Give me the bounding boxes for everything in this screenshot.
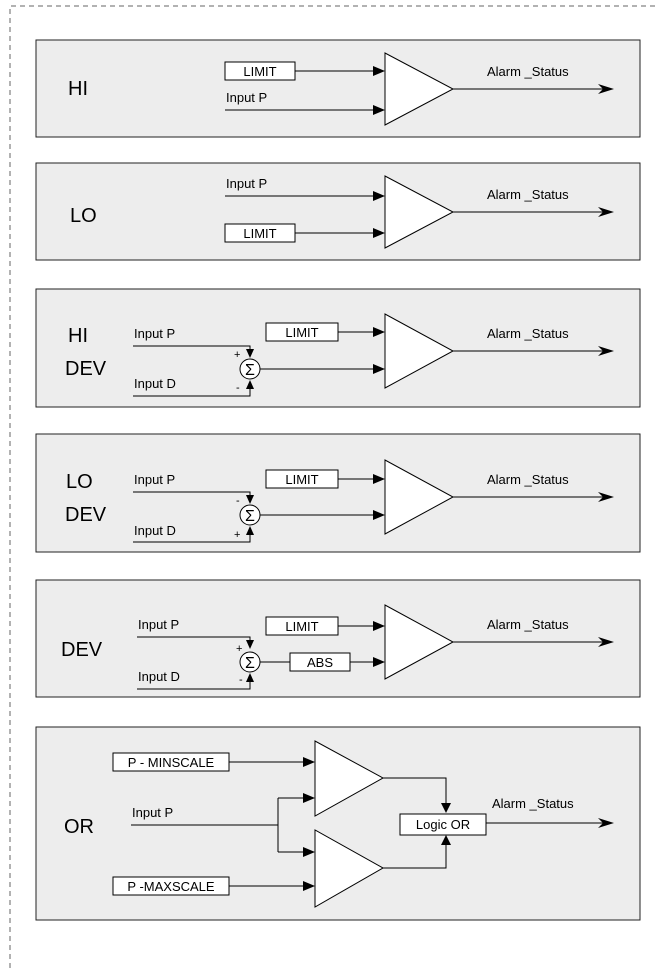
logic-or-box — [399, 813, 487, 836]
panel-title-line2: DEV — [65, 504, 107, 526]
minus-sign: - — [236, 382, 240, 394]
panel-lo: LO Input P LIMIT Alarm _Status — [35, 162, 641, 261]
panel-title: DEV — [61, 639, 103, 661]
output-arrowhead — [598, 492, 614, 502]
arrowhead — [246, 380, 254, 389]
limit-label: LIMIT — [243, 64, 276, 79]
sigma-symbol: Σ — [245, 362, 255, 379]
output-arrowhead — [598, 637, 614, 647]
arrowhead — [303, 881, 315, 891]
abs-label: ABS — [307, 655, 333, 670]
arrowhead — [246, 640, 254, 649]
input-p-line — [133, 491, 251, 496]
arrowhead — [373, 474, 385, 484]
limit-label: LIMIT — [285, 472, 318, 487]
comparator-upper — [314, 740, 385, 817]
comparator — [384, 52, 455, 126]
arrowhead — [373, 364, 385, 374]
input-d-line — [133, 388, 251, 397]
arrowhead — [373, 105, 385, 115]
input-p-label: Input P — [134, 326, 175, 341]
comparator — [384, 313, 455, 389]
minus-sign: - — [236, 495, 240, 507]
panel-hi-dev: HI DEV Input P + Σ Input D - LIMIT Alarm… — [35, 288, 641, 408]
input-d-label: Input D — [134, 523, 176, 538]
plus-sign: + — [234, 349, 240, 361]
min-scale-label: P - MINSCALE — [128, 755, 215, 770]
panel-title: HI — [68, 78, 88, 100]
panel-background — [35, 579, 641, 698]
input-p-label: Input P — [134, 472, 175, 487]
arrowhead — [246, 673, 254, 682]
panel-title: OR — [64, 816, 94, 838]
output-arrowhead — [598, 207, 614, 217]
panel-hi: HI LIMIT Input P Alarm _Status — [35, 39, 641, 138]
sigma-symbol: Σ — [245, 508, 255, 525]
comparator-lower — [314, 829, 385, 908]
arrowhead — [373, 510, 385, 520]
input-d-label: Input D — [138, 669, 180, 684]
alarm-status-label: Alarm _Status — [487, 187, 569, 202]
alarm-status-label: Alarm _Status — [487, 472, 569, 487]
comparator — [384, 459, 455, 535]
panel-lo-dev: LO DEV Input P - Σ Input D + LIMIT Alarm… — [35, 433, 641, 553]
alarm-status-label: Alarm _Status — [487, 326, 569, 341]
plus-sign: + — [236, 643, 242, 655]
max-scale-label: P -MAXSCALE — [127, 879, 215, 894]
alarm-status-label: Alarm _Status — [487, 617, 569, 632]
plus-sign: + — [234, 529, 240, 541]
output-arrowhead — [598, 84, 614, 94]
lower-output-line — [383, 844, 447, 869]
arrowhead — [303, 847, 315, 857]
output-arrowhead — [598, 346, 614, 356]
limit-label: LIMIT — [285, 619, 318, 634]
input-d-line — [133, 534, 251, 543]
input-d-line — [137, 681, 251, 690]
input-p-label: Input P — [226, 90, 267, 105]
arrowhead — [373, 327, 385, 337]
panel-title-line1: LO — [66, 471, 93, 493]
comparator — [384, 175, 455, 249]
sigma-symbol: Σ — [245, 655, 255, 672]
arrowhead — [373, 621, 385, 631]
arrowhead — [303, 757, 315, 767]
arrowhead — [373, 191, 385, 201]
input-p-label: Input P — [132, 805, 173, 820]
arrowhead — [246, 495, 254, 504]
limit-label: LIMIT — [243, 226, 276, 241]
panel-background — [35, 433, 641, 553]
input-d-label: Input D — [134, 376, 176, 391]
logic-or-label: Logic OR — [416, 817, 470, 832]
input-p-label: Input P — [226, 176, 267, 191]
limit-label: LIMIT — [285, 325, 318, 340]
arrowhead — [246, 349, 254, 358]
arrowhead — [303, 793, 315, 803]
panel-title: LO — [70, 205, 97, 227]
arrowhead — [246, 526, 254, 535]
input-p-line — [137, 636, 251, 641]
arrowhead — [441, 835, 451, 845]
output-arrowhead — [598, 818, 614, 828]
alarm-status-label: Alarm _Status — [492, 796, 574, 811]
upper-output-line — [383, 777, 447, 804]
input-p-line — [133, 345, 251, 350]
panel-title-line1: HI — [68, 325, 88, 347]
alarm-status-label: Alarm _Status — [487, 64, 569, 79]
panel-dev: DEV Input P + Σ Input D - LIMIT ABS Alar… — [35, 579, 641, 698]
minus-sign: - — [239, 674, 243, 686]
panel-title-line2: DEV — [65, 358, 107, 380]
arrowhead — [373, 228, 385, 238]
input-p-label: Input P — [138, 617, 179, 632]
comparator — [384, 604, 455, 680]
arrowhead — [373, 66, 385, 76]
panel-background — [35, 288, 641, 408]
arrowhead — [441, 803, 451, 813]
panel-or: OR P - MINSCALE Input P P -MAXSCALE Logi… — [35, 726, 641, 921]
arrowhead — [373, 657, 385, 667]
